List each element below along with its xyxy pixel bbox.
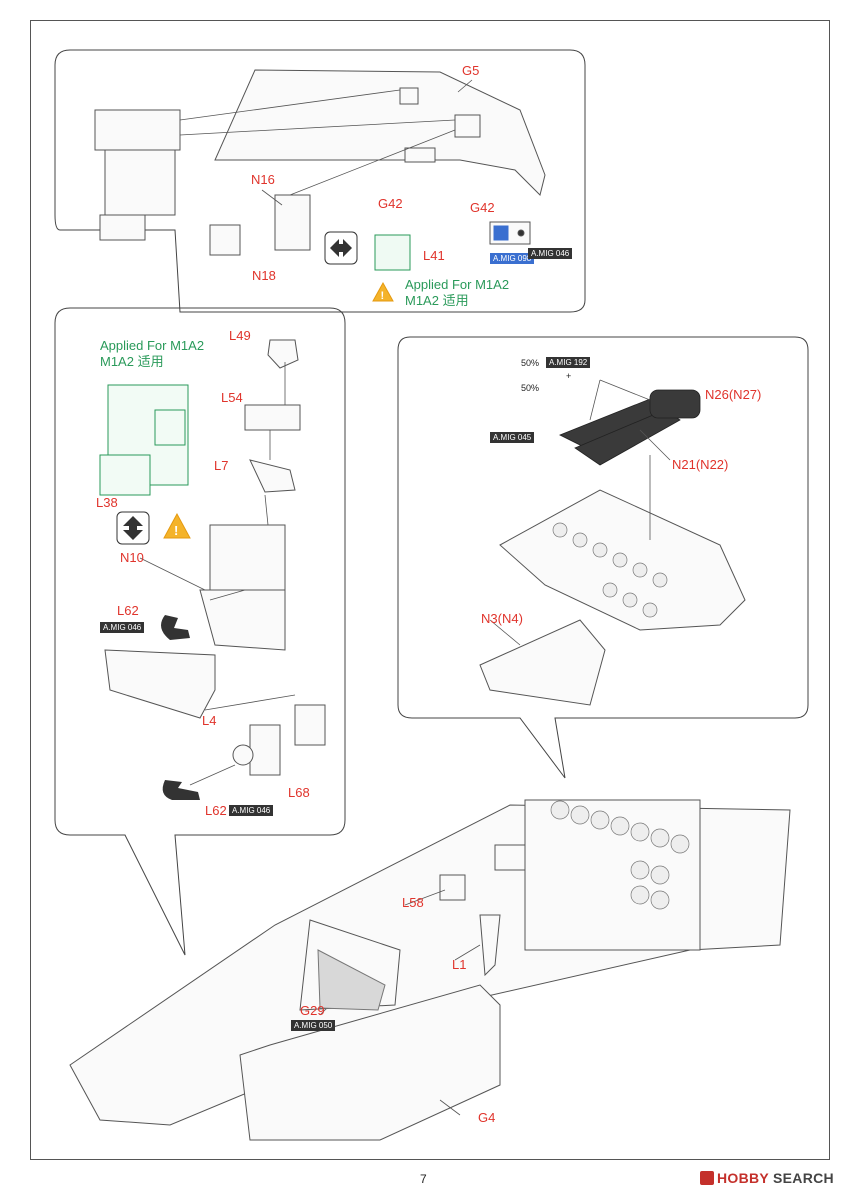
page-number: 7: [420, 1172, 427, 1186]
part-label-l7: L7: [214, 458, 229, 473]
part-label-l49: L49: [229, 328, 251, 343]
part-label-n16: N16: [251, 172, 275, 187]
applied-note-top: Applied For M1A2 M1A2 适用: [405, 277, 509, 309]
brand-watermark: HOBBY SEARCH: [700, 1170, 834, 1186]
part-label-n10: N10: [120, 550, 144, 565]
svg-text:!: !: [381, 290, 385, 302]
applied-note-line1: Applied For M1A2: [100, 338, 205, 353]
brand-search: SEARCH: [773, 1170, 834, 1186]
warning-icon: !: [163, 512, 191, 539]
applied-note-line2: M1A2 适用: [100, 354, 164, 369]
paint-code-mig050: A.MIG 050: [291, 1020, 336, 1031]
callout-right: [397, 336, 809, 779]
applied-note-line2: M1A2 适用: [405, 293, 469, 308]
page-frame: [30, 20, 830, 1160]
part-label-l1: L1: [452, 957, 467, 972]
part-label-g5: G5: [462, 63, 480, 78]
part-label-l68: L68: [288, 785, 310, 800]
part-label-l41: L41: [423, 248, 445, 263]
part-label-g29: G29: [300, 1003, 325, 1018]
part-label-l62: L62: [117, 603, 139, 618]
applied-note-left: Applied For M1A2 M1A2 适用: [100, 338, 204, 370]
part-label-l54: L54: [221, 390, 243, 405]
swap-arrow-icon: [324, 231, 358, 265]
brand-hobby: HOBBY: [717, 1170, 769, 1186]
paint-code-mig046: A.MIG 046: [528, 248, 573, 259]
svg-text:!: !: [174, 523, 178, 538]
paint-code-mig192: A.MIG 192: [546, 357, 591, 368]
callout-top: [54, 49, 586, 313]
part-label-l58: L58: [402, 895, 424, 910]
mix-plus: +: [566, 371, 572, 381]
part-label-l38: L38: [96, 495, 118, 510]
part-label-n18: N18: [252, 268, 276, 283]
part-label-l4: L4: [202, 713, 217, 728]
callout-left: [54, 307, 346, 956]
part-label-g42: G42: [378, 196, 403, 211]
mix-percent-1: 50%: [521, 358, 540, 368]
part-label-n21: N21(N22): [672, 457, 729, 472]
paint-code-mig045: A.MIG 045: [490, 432, 535, 443]
hobby-search-logo-icon: [700, 1171, 714, 1185]
part-label-g4: G4: [478, 1110, 496, 1125]
paint-code-mig046: A.MIG 046: [100, 622, 145, 633]
applied-note-line1: Applied For M1A2: [405, 277, 510, 292]
part-label-g42-paint: G42: [470, 200, 495, 215]
part-label-n3: N3(N4): [481, 611, 523, 626]
up-down-arrow-icon: [116, 511, 150, 545]
paint-code-mig046: A.MIG 046: [229, 805, 274, 816]
mix-percent-2: 50%: [521, 383, 540, 393]
paint-code-mig098: A.MIG 098: [490, 253, 535, 264]
warning-icon: !: [372, 281, 394, 302]
part-label-n26: N26(N27): [705, 387, 762, 402]
part-label-l62: L62: [205, 803, 227, 818]
